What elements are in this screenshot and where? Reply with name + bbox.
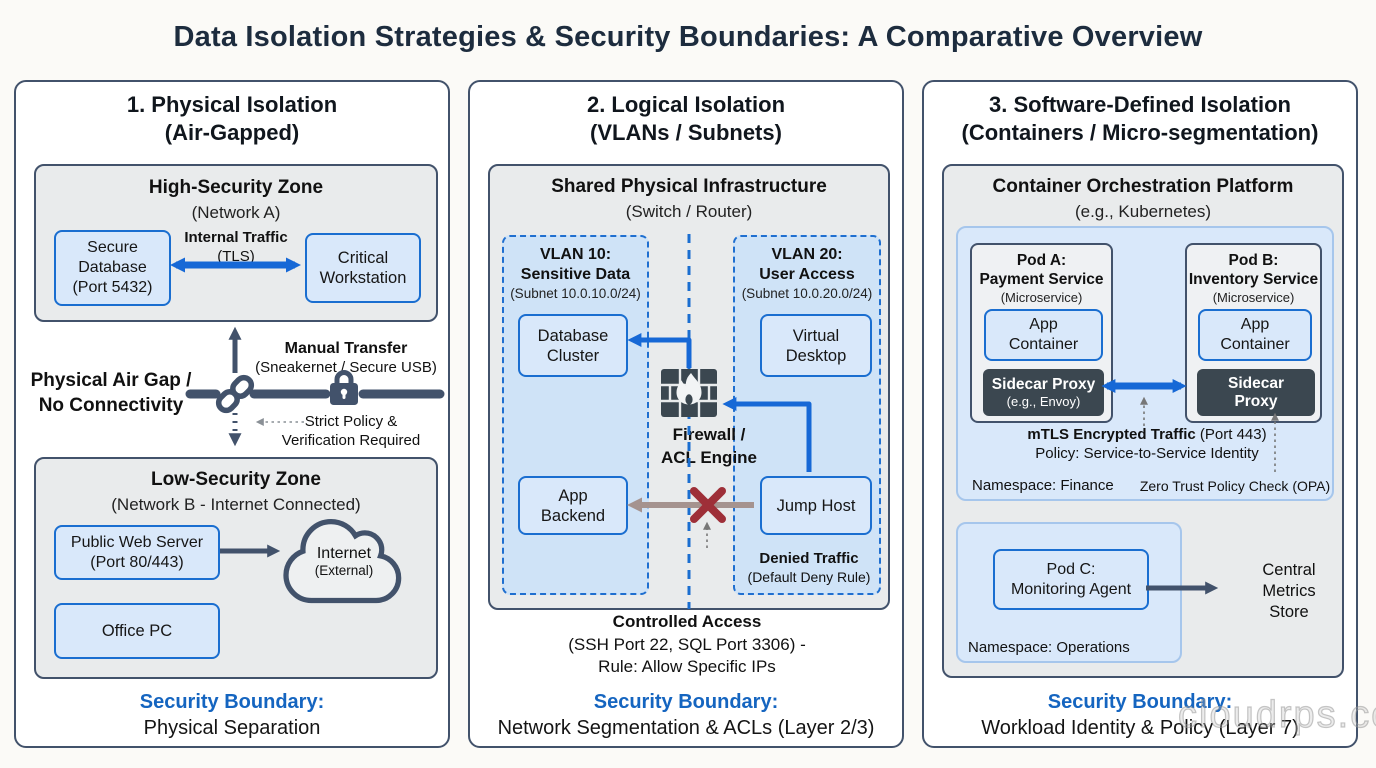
sidecar-proxy-b-box: Sidecar Proxy	[1197, 369, 1315, 416]
vlan10-title: VLAN 10: Sensitive Data	[520, 246, 631, 283]
panel1-boundary: Security Boundary: Physical Separation	[16, 689, 448, 741]
panel-software-defined-isolation: 3. Software-Defined Isolation (Container…	[922, 80, 1358, 748]
vlan20-box: VLAN 20: User Access (Subnet 10.0.20.0/2…	[733, 235, 881, 595]
vlan20-subtitle: (Subnet 10.0.20.0/24)	[741, 286, 873, 301]
vlan10-subtitle: (Subnet 10.0.10.0/24)	[510, 286, 641, 301]
jump-host-node: Jump Host	[760, 476, 872, 535]
panel-logical-isolation: 2. Logical Isolation (VLANs / Subnets) S…	[468, 80, 904, 748]
sidecar-proxy-a-box: Sidecar Proxy (e.g., Envoy)	[983, 369, 1104, 416]
panel3-boundary: Security Boundary: Workload Identity & P…	[924, 689, 1356, 741]
pod-a-subtitle: (Microservice)	[1000, 290, 1083, 305]
database-cluster-node: Database Cluster	[518, 314, 628, 377]
panel-physical-isolation: 1. Physical Isolation (Air-Gapped) High-…	[14, 80, 450, 748]
mtls-label: mTLS Encrypted Traffic (Port 443)	[982, 426, 1312, 443]
shared-zone-title: Shared Physical Infrastructure	[551, 176, 827, 197]
office-pc-node: Office PC	[54, 603, 220, 659]
internal-traffic-sub: (TLS)	[217, 248, 255, 265]
high-zone-subtitle: (Network A)	[191, 203, 281, 222]
high-zone-title: High-Security Zone	[148, 177, 324, 198]
denied-traffic-sub: (Default Deny Rule)	[747, 569, 871, 585]
secure-database-node: Secure Database (Port 5432)	[54, 230, 171, 306]
public-web-server-node: Public Web Server (Port 80/443)	[54, 525, 220, 580]
internal-traffic-label: Internal Traffic	[184, 229, 288, 246]
pod-a-box: Pod A: Payment Service (Microservice) Ap…	[970, 243, 1113, 423]
panel3-heading: 3. Software-Defined Isolation (Container…	[961, 92, 1319, 145]
boundary2-value: Network Segmentation & ACLs (Layer 2/3)	[497, 717, 875, 739]
sidecar-b-label: Sidecar Proxy	[1227, 374, 1284, 410]
pod-b-box: Pod B: Inventory Service (Microservice) …	[1185, 243, 1322, 423]
internet-name: Internet	[316, 545, 372, 562]
panel2-heading: 2. Logical Isolation (VLANs / Subnets)	[586, 92, 786, 145]
chain-link-icon	[215, 374, 255, 414]
pod-a-title: Pod A: Payment Service	[979, 252, 1104, 288]
boundary1-value: Physical Separation	[143, 717, 321, 739]
mtls-bold: mTLS Encrypted Traffic	[1027, 426, 1196, 443]
panel1-heading: 1. Physical Isolation (Air-Gapped)	[126, 92, 338, 145]
strict-policy-label: Strict Policy & Verification Required	[281, 413, 421, 449]
orchestration-platform-zone: Container Orchestration Platform (e.g., …	[942, 164, 1344, 678]
manual-transfer-sub: (Sneakernet / Secure USB)	[255, 359, 437, 376]
vlan20-title: VLAN 20: User Access	[759, 246, 855, 283]
padlock-icon	[330, 370, 358, 405]
pod-b-subtitle: (Microservice)	[1212, 290, 1295, 305]
panel2-boundary: Security Boundary: Network Segmentation …	[470, 689, 902, 741]
app-container-b-node: App Container	[1198, 309, 1312, 361]
app-backend-node: App Backend	[518, 476, 628, 535]
mtls-policy-label: Policy: Service-to-Service Identity	[1035, 445, 1259, 462]
pod-c-node: Pod C: Monitoring Agent	[993, 549, 1149, 610]
sidecar-a-sub: (e.g., Envoy)	[1006, 394, 1081, 409]
namespace-finance-label: Namespace: Finance	[972, 477, 1114, 494]
high-security-zone: High-Security Zone (Network A) Secure Da…	[34, 164, 438, 322]
app-container-a-node: App Container	[984, 309, 1103, 361]
boundary3-value: Workload Identity & Policy (Layer 7)	[981, 717, 1299, 739]
central-metrics-label: Central Metrics Store	[1262, 561, 1316, 621]
zero-trust-label: Zero Trust Policy Check (OPA)	[1139, 478, 1331, 494]
manual-transfer-label: Manual Transfer	[284, 340, 408, 357]
controlled-access-label: Controlled Access	[612, 612, 762, 631]
platform-subtitle: (e.g., Kubernetes)	[1074, 202, 1212, 221]
mtls-rest: (Port 443)	[1195, 426, 1267, 443]
boundary2-label: Security Boundary:	[593, 691, 779, 713]
shared-infrastructure-zone: Shared Physical Infrastructure (Switch /…	[488, 164, 890, 610]
firewall-label: Firewall / ACL Engine	[660, 425, 758, 467]
internet-cloud-label: Internet (External)	[298, 545, 390, 578]
air-gap-label: Physical Air Gap / No Connectivity	[30, 370, 192, 416]
watermark: cloudrps.com	[1177, 693, 1376, 736]
internet-sub: (External)	[314, 563, 374, 578]
page-title: Data Isolation Strategies & Security Bou…	[173, 21, 1203, 53]
critical-workstation-node: Critical Workstation	[305, 233, 421, 303]
vlan10-box: VLAN 10: Sensitive Data (Subnet 10.0.10.…	[502, 235, 649, 595]
namespace-operations-box: Pod C: Monitoring Agent Namespace: Opera…	[956, 522, 1182, 663]
namespace-finance-box: Pod A: Payment Service (Microservice) Ap…	[956, 226, 1334, 501]
namespace-operations-label: Namespace: Operations	[968, 639, 1130, 656]
boundary3-label: Security Boundary:	[1047, 691, 1233, 713]
shared-zone-subtitle: (Switch / Router)	[625, 202, 753, 221]
boundary1-label: Security Boundary:	[139, 691, 325, 713]
sidecar-a-label: Sidecar Proxy	[991, 376, 1096, 393]
denied-traffic-label: Denied Traffic	[759, 550, 859, 567]
virtual-desktop-node: Virtual Desktop	[760, 314, 872, 377]
pod-b-title: Pod B: Inventory Service	[1188, 252, 1319, 288]
low-zone-title: Low-Security Zone	[151, 469, 321, 490]
controlled-access-sub: (SSH Port 22, SQL Port 3306) - Rule: All…	[568, 635, 806, 676]
low-zone-subtitle: (Network B - Internet Connected)	[111, 495, 361, 514]
platform-title: Container Orchestration Platform	[992, 176, 1294, 197]
